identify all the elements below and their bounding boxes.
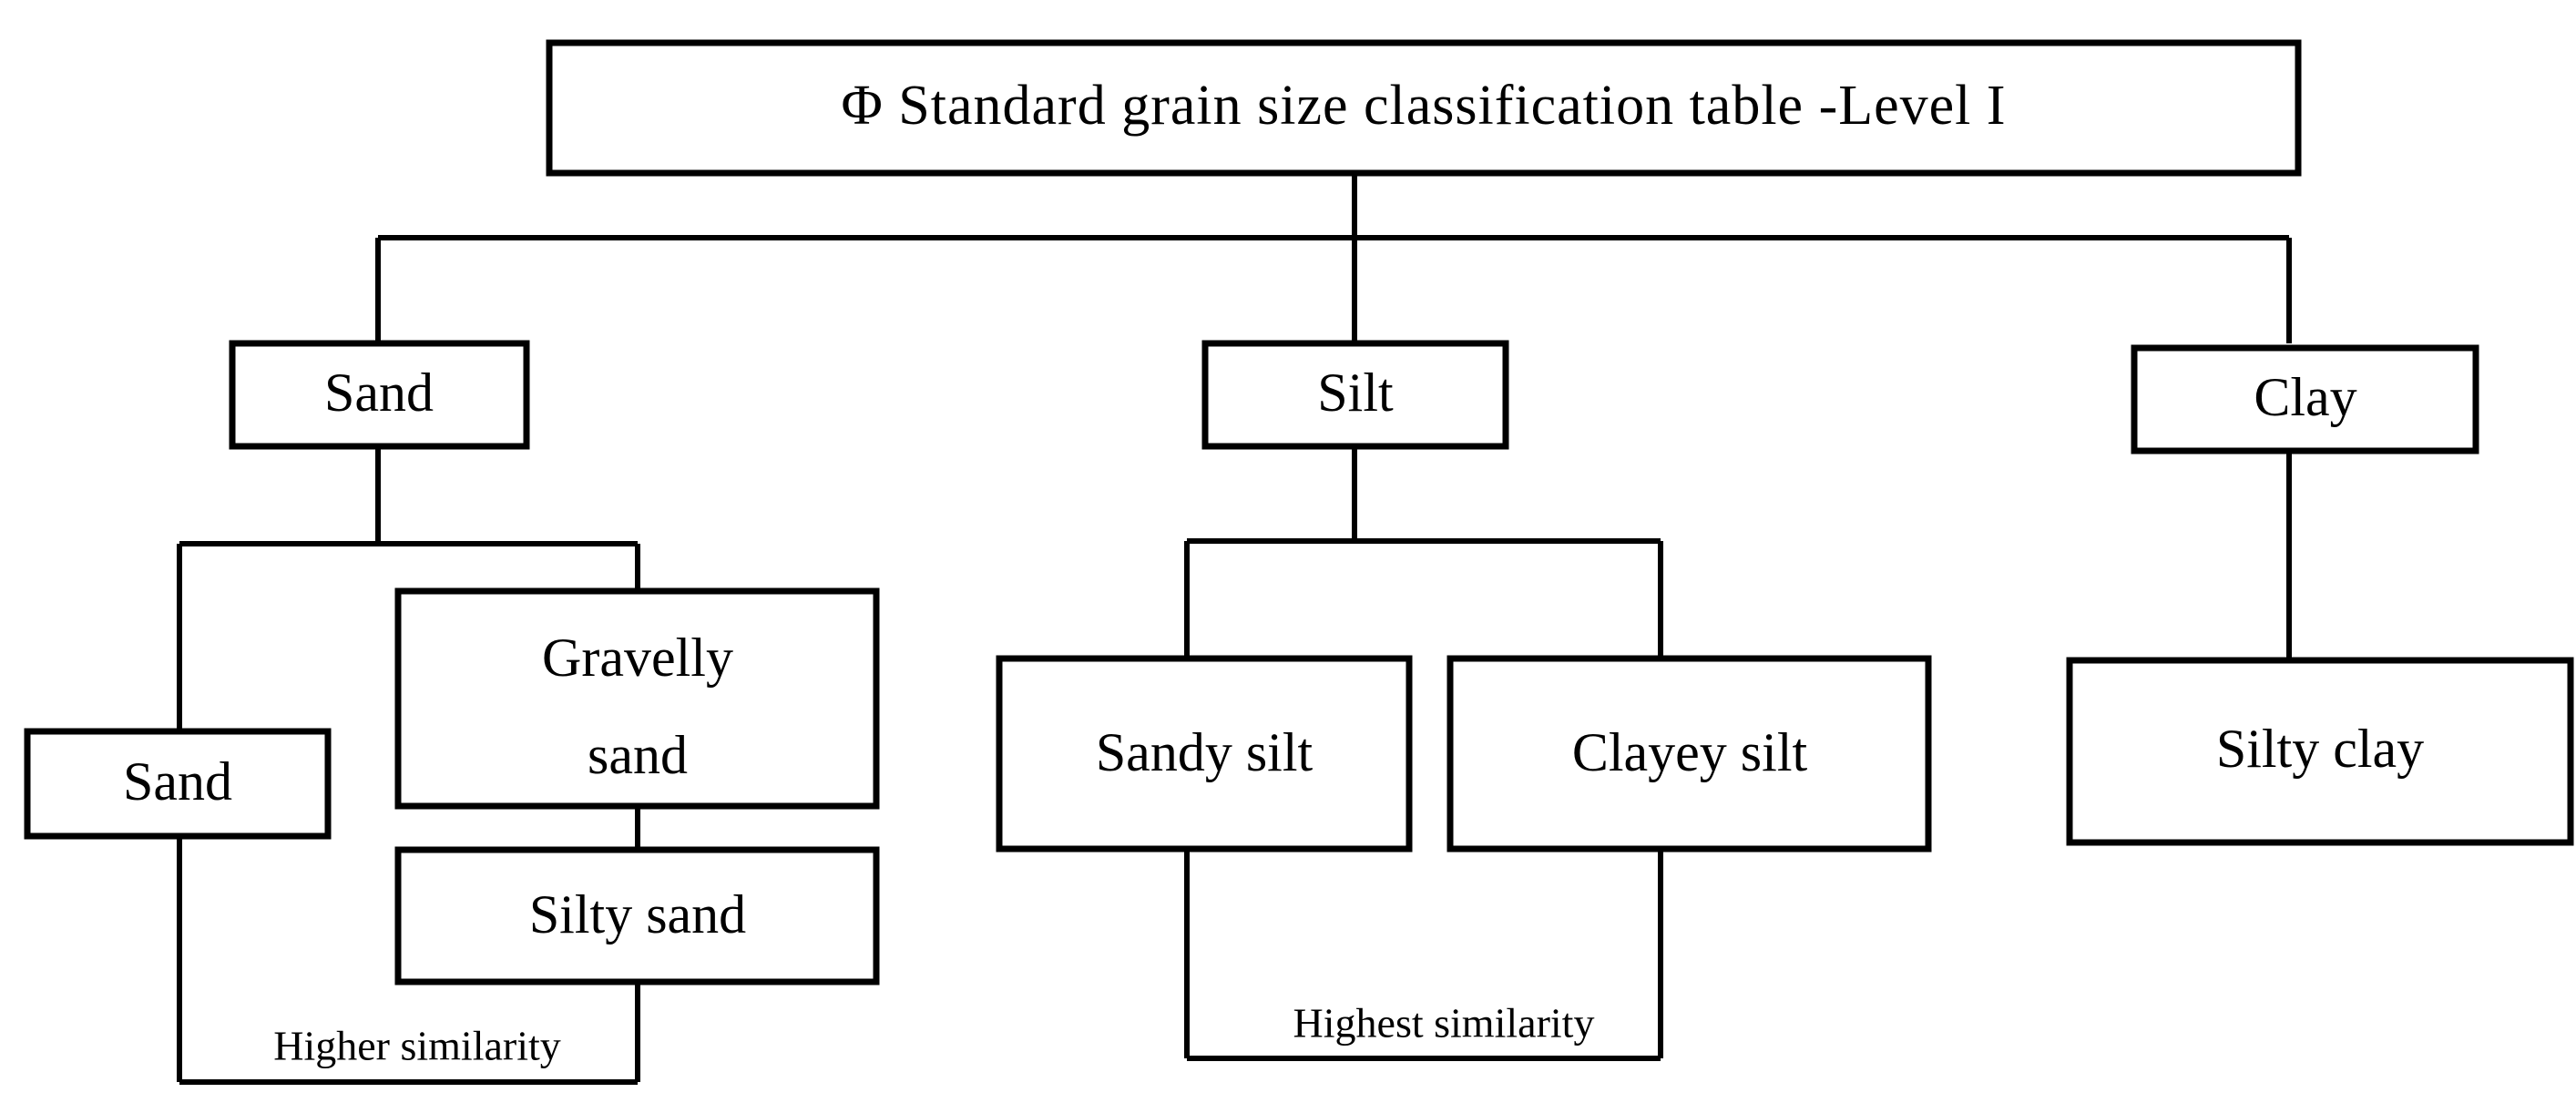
node-clayey-silt-label: Clayey silt	[1572, 722, 1808, 782]
node-silt-label: Silt	[1317, 362, 1394, 423]
node-sand-leaf-label: Sand	[123, 751, 232, 812]
node-silty-clay[interactable]: Silty clay	[2066, 657, 2574, 846]
node-silty-clay-box[interactable]	[2066, 657, 2574, 846]
node-silt[interactable]: Silt	[1201, 340, 1509, 450]
node-sand[interactable]: Sand	[229, 340, 530, 450]
node-silty-clay-label: Silty clay	[2216, 719, 2424, 779]
node-sand-leaf[interactable]: Sand	[24, 728, 332, 840]
node-silty-sand[interactable]: Silty sand	[394, 846, 880, 985]
node-sand-box[interactable]	[229, 340, 530, 450]
node-silt-box[interactable]	[1201, 340, 1509, 450]
annotation-highest-similarity: Highest similarity	[1293, 1000, 1595, 1047]
node-silty-sand-box[interactable]	[394, 846, 880, 985]
annotation-higher-similarity-label: Higher similarity	[273, 1023, 561, 1069]
connector-layer	[177, 173, 2292, 1085]
node-sandy-silt-label: Sandy silt	[1096, 722, 1314, 782]
node-root[interactable]: Φ Standard grain size classification tab…	[546, 39, 2302, 177]
node-silty-sand-label: Silty sand	[529, 884, 746, 945]
node-gravelly-sand[interactable]: Gravelly sand	[394, 587, 880, 810]
node-gravelly-sand-box[interactable]	[394, 587, 880, 810]
node-sand-label: Sand	[324, 362, 434, 423]
node-sand-leaf-box[interactable]	[24, 728, 332, 840]
annotation-highest-similarity-label: Highest similarity	[1293, 1000, 1595, 1047]
node-clay-box[interactable]	[2131, 344, 2479, 454]
node-sandy-silt-box[interactable]	[996, 655, 1413, 853]
node-clay[interactable]: Clay	[2131, 344, 2479, 454]
node-clayey-silt-box[interactable]	[1446, 655, 1932, 853]
node-clay-label: Clay	[2254, 367, 2356, 427]
node-sandy-silt[interactable]: Sandy silt	[996, 655, 1413, 853]
annotation-higher-similarity: Higher similarity	[273, 1023, 561, 1069]
node-root-box[interactable]	[546, 39, 2302, 177]
node-gravelly-sand-label-line2: sand	[588, 725, 688, 785]
node-clayey-silt[interactable]: Clayey silt	[1446, 655, 1932, 853]
node-root-label: Φ Standard grain size classification tab…	[841, 75, 2006, 137]
node-gravelly-sand-label-line1: Gravelly	[542, 628, 733, 688]
